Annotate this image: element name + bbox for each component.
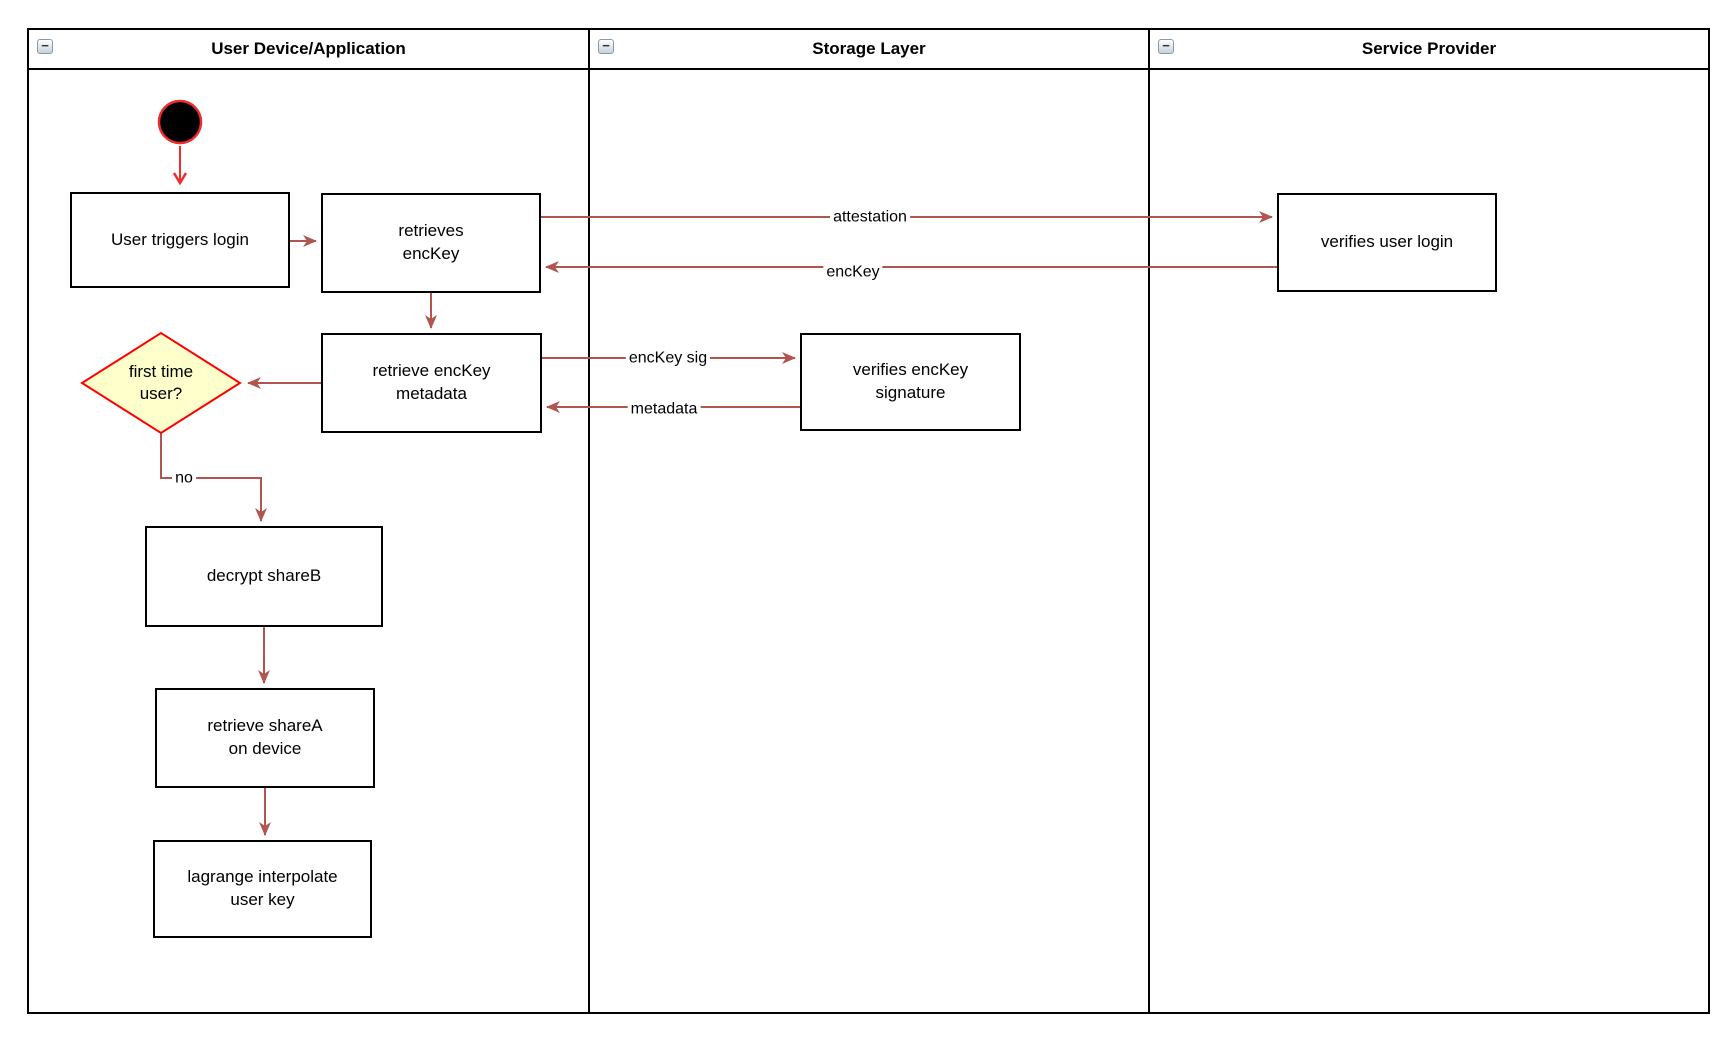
edge-label-attestation: attestation	[830, 207, 910, 227]
edge-label-no: no	[172, 468, 196, 488]
node-verifies-enckey-signature[interactable]: verifies encKey signature	[800, 333, 1021, 431]
node-retrieve-enckey-metadata[interactable]: retrieve encKey metadata	[321, 333, 542, 433]
collapse-icon[interactable]: −	[1158, 39, 1174, 54]
lane-header-service-provider: − Service Provider	[1150, 30, 1708, 70]
node-retrieve-sharea[interactable]: retrieve shareA on device	[155, 688, 375, 788]
lane-storage-layer: − Storage Layer	[590, 30, 1150, 1012]
node-verifies-user-login[interactable]: verifies user login	[1277, 193, 1497, 292]
lane-title: Service Provider	[1361, 39, 1497, 58]
collapse-icon[interactable]: −	[598, 39, 614, 54]
node-decrypt-shareb[interactable]: decrypt shareB	[145, 526, 383, 627]
edge-label-metadata: metadata	[627, 399, 701, 419]
node-retrieves-enckey[interactable]: retrieves encKey	[321, 193, 541, 293]
lane-user-device-application: − User Device/Application	[29, 30, 590, 1012]
edge-label-enckey-sig: encKey sig	[625, 348, 711, 368]
collapse-icon[interactable]: −	[37, 39, 53, 54]
decision-diamond-label: first time user?	[128, 361, 194, 403]
lane-service-provider: − Service Provider	[1150, 30, 1708, 1012]
lane-header-user-device-application: − User Device/Application	[29, 30, 588, 70]
lane-title: Storage Layer	[812, 39, 926, 58]
lane-title: User Device/Application	[211, 39, 406, 58]
edge-label-enckey: encKey	[823, 262, 883, 282]
lane-header-storage-layer: − Storage Layer	[590, 30, 1148, 70]
node-user-triggers-login[interactable]: User triggers login	[70, 192, 290, 288]
node-lagrange-interpolate[interactable]: lagrange interpolate user key	[153, 840, 372, 938]
